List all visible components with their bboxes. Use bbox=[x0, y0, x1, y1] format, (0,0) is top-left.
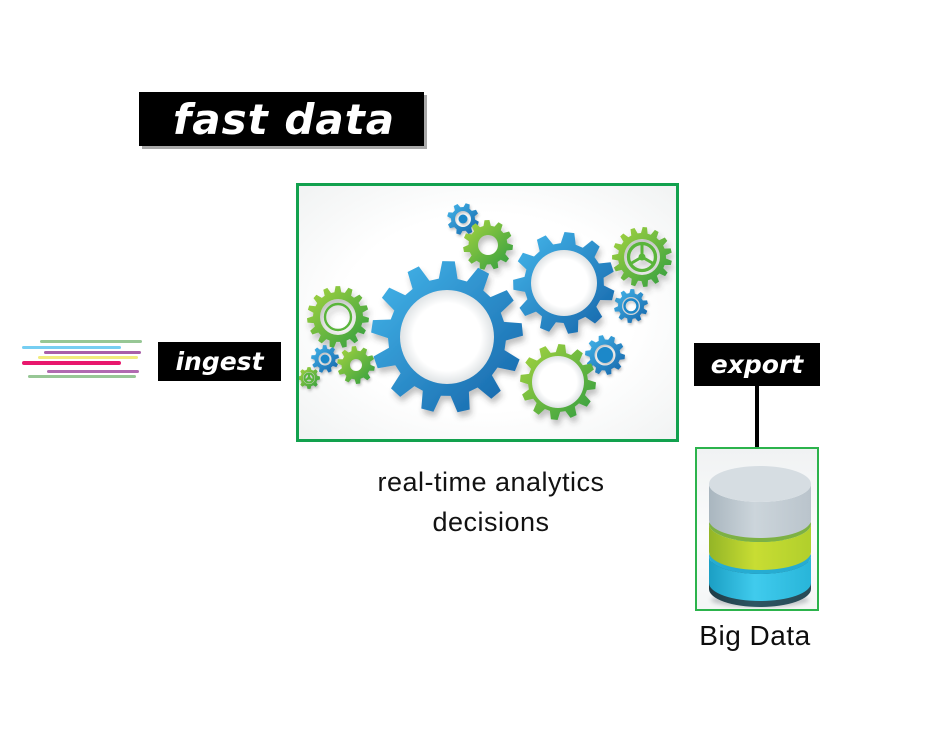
engine-caption: real-time analytics decisions bbox=[296, 462, 686, 542]
stream-line bbox=[22, 346, 121, 349]
stream-line bbox=[44, 351, 141, 354]
export-label: export bbox=[694, 343, 820, 386]
gear-icon bbox=[520, 344, 596, 420]
gear-icon bbox=[447, 203, 479, 235]
gears-icon bbox=[298, 203, 672, 420]
gear-icon bbox=[463, 220, 513, 270]
big-data-panel bbox=[695, 447, 819, 611]
processing-engine-panel bbox=[296, 183, 679, 442]
gear-icon bbox=[337, 346, 375, 384]
stream-line bbox=[47, 370, 139, 373]
database-icon bbox=[709, 466, 811, 607]
caption-line-2: decisions bbox=[432, 507, 550, 537]
gear-icon bbox=[612, 227, 672, 287]
big-data-label: Big Data bbox=[699, 620, 811, 651]
gear-icon bbox=[298, 367, 320, 389]
ingest-label: ingest bbox=[158, 342, 281, 381]
gear-icon bbox=[614, 289, 648, 323]
caption-line-1: real-time analytics bbox=[377, 467, 605, 497]
export-connector-line bbox=[755, 386, 759, 447]
gear-icon bbox=[307, 286, 369, 348]
gear-icon bbox=[311, 345, 339, 373]
stream-line bbox=[22, 361, 121, 365]
stream-line bbox=[28, 375, 136, 378]
stream-line bbox=[38, 356, 138, 359]
gear-icon bbox=[585, 335, 625, 375]
page-title: fast data bbox=[173, 94, 396, 144]
database-disc-silver bbox=[709, 466, 811, 538]
stream-line bbox=[40, 340, 142, 343]
title-banner: fast data bbox=[139, 92, 424, 146]
gear-icon bbox=[513, 232, 615, 334]
gear-icon bbox=[371, 261, 523, 413]
